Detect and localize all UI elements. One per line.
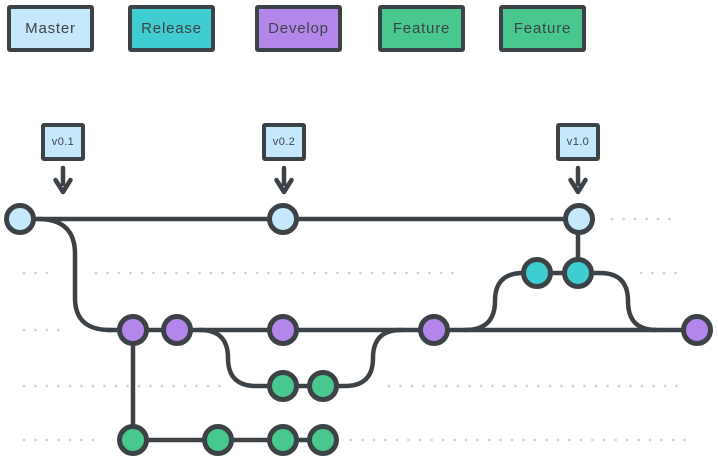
legend-label-release: Release (141, 20, 202, 37)
tag-arrow-down-icon (568, 165, 588, 195)
legend-label-develop: Develop (268, 20, 329, 37)
legend-item-feature-2: Feature (499, 5, 586, 52)
commit-node-feature-b (307, 424, 339, 456)
commit-node-feature-b (202, 424, 234, 456)
legend-item-feature-1: Feature (378, 5, 465, 52)
commit-node-master (267, 203, 299, 235)
tag-arrow-down-icon (53, 165, 73, 195)
legend-label-feature-2: Feature (513, 20, 572, 37)
legend-item-master: Master (7, 5, 94, 52)
commit-node-develop (681, 314, 713, 346)
version-tag-v1-0: v1.0 (556, 123, 600, 161)
branch-master-to-develop (35, 216, 113, 333)
branch-develop-to-release (462, 270, 659, 333)
commit-node-develop (267, 314, 299, 346)
commit-node-release (562, 257, 594, 289)
version-tag-v0-2: v0.2 (262, 123, 306, 161)
version-tag-v0-1: v0.1 (41, 123, 85, 161)
commit-node-feature-a (267, 370, 299, 402)
commit-node-feature-b (117, 424, 149, 456)
commit-node-develop (418, 314, 450, 346)
branch-develop-to-feature-a (197, 327, 404, 389)
commit-node-feature-b (267, 424, 299, 456)
legend-label-feature-1: Feature (392, 20, 451, 37)
commit-node-release (521, 257, 553, 289)
version-tag-label: v0.2 (272, 136, 296, 148)
version-tag-label: v0.1 (51, 136, 75, 148)
commit-node-master (4, 203, 36, 235)
commit-node-develop (161, 314, 193, 346)
commit-node-develop (117, 314, 149, 346)
version-tag-label: v1.0 (566, 136, 590, 148)
tag-arrow-down-icon (274, 165, 294, 195)
legend: Master Release Develop Feature Feature (0, 0, 718, 60)
legend-item-release: Release (128, 5, 215, 52)
legend-item-develop: Develop (255, 5, 342, 52)
commit-node-feature-a (307, 370, 339, 402)
commit-node-master (563, 203, 595, 235)
legend-label-master: Master (25, 20, 76, 37)
